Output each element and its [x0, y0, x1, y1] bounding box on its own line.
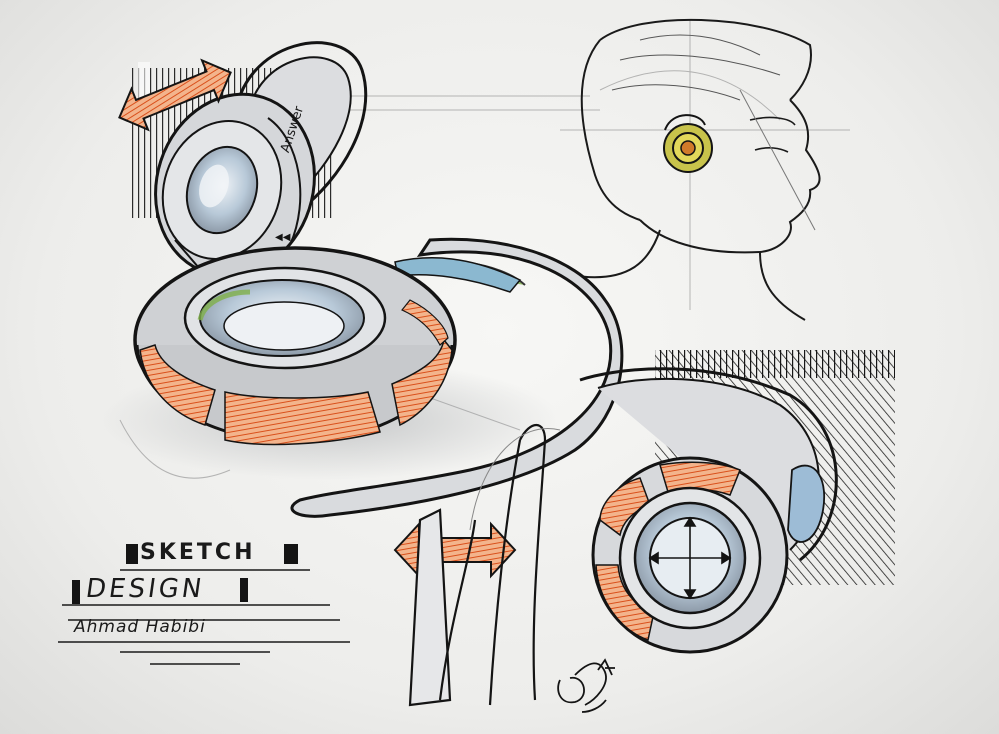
title-underlines: [58, 569, 350, 665]
author-name: Ahmad Habibi: [74, 617, 206, 637]
svg-text:◀◀: ◀◀: [275, 232, 291, 243]
headset-front-view: [579, 350, 895, 654]
design-title: DESIGN: [83, 574, 207, 604]
headset-perspective-view: [100, 237, 624, 518]
earpiece-on-head: [663, 114, 713, 173]
head-profile: [569, 18, 821, 321]
headset-side-view: ▶▶ ◀◀: [132, 41, 368, 278]
title-bars: [72, 544, 298, 604]
double-arrow-bottom: [393, 521, 517, 579]
hook-study: [408, 423, 561, 707]
signature: [557, 658, 615, 713]
sketch-title: SKETCH: [140, 540, 256, 565]
double-arrow-top: [118, 58, 232, 132]
